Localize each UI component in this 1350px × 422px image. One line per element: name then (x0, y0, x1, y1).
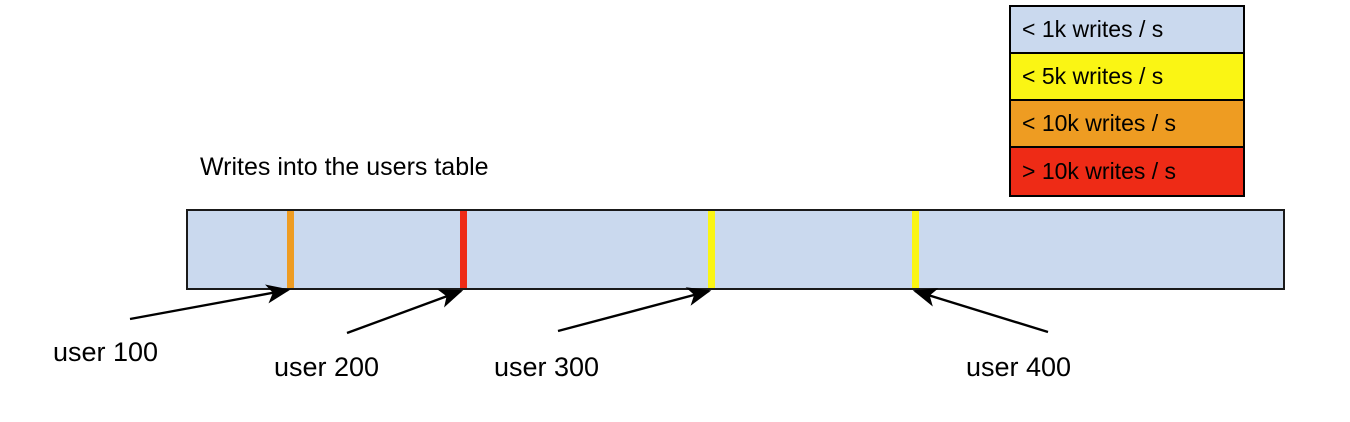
annotation-label-user-300: user 300 (494, 352, 600, 382)
marker-user-100 (287, 211, 294, 288)
arrow-to-user-400 (912, 288, 1049, 334)
marker-user-300 (708, 211, 715, 288)
legend-label-gt-10k: > 10k writes / s (1022, 158, 1177, 184)
arrow-to-user-100 (129, 284, 291, 321)
annotation-label-user-100: user 100 (53, 337, 159, 367)
marker-user-400 (912, 211, 919, 288)
legend-row-gt-10k: > 10k writes / s (1011, 148, 1243, 195)
legend-row-lt-5k: < 5k writes / s (1011, 54, 1243, 101)
legend-label-lt-1k: < 1k writes / s (1022, 16, 1164, 42)
write-rate-legend: < 1k writes / s < 5k writes / s < 10k wr… (1009, 5, 1245, 197)
users-table-band (186, 209, 1285, 290)
chart-title: Writes into the users table (200, 153, 489, 181)
legend-label-lt-5k: < 5k writes / s (1022, 63, 1164, 89)
legend-row-lt-10k: < 10k writes / s (1011, 101, 1243, 148)
legend-row-lt-1k: < 1k writes / s (1011, 7, 1243, 54)
legend-label-lt-10k: < 10k writes / s (1022, 110, 1177, 136)
annotation-label-user-200: user 200 (274, 352, 380, 382)
annotation-label-user-400: user 400 (966, 352, 1072, 382)
arrow-to-user-300 (557, 287, 712, 333)
arrow-to-user-200 (346, 289, 464, 335)
marker-user-200 (460, 211, 467, 288)
